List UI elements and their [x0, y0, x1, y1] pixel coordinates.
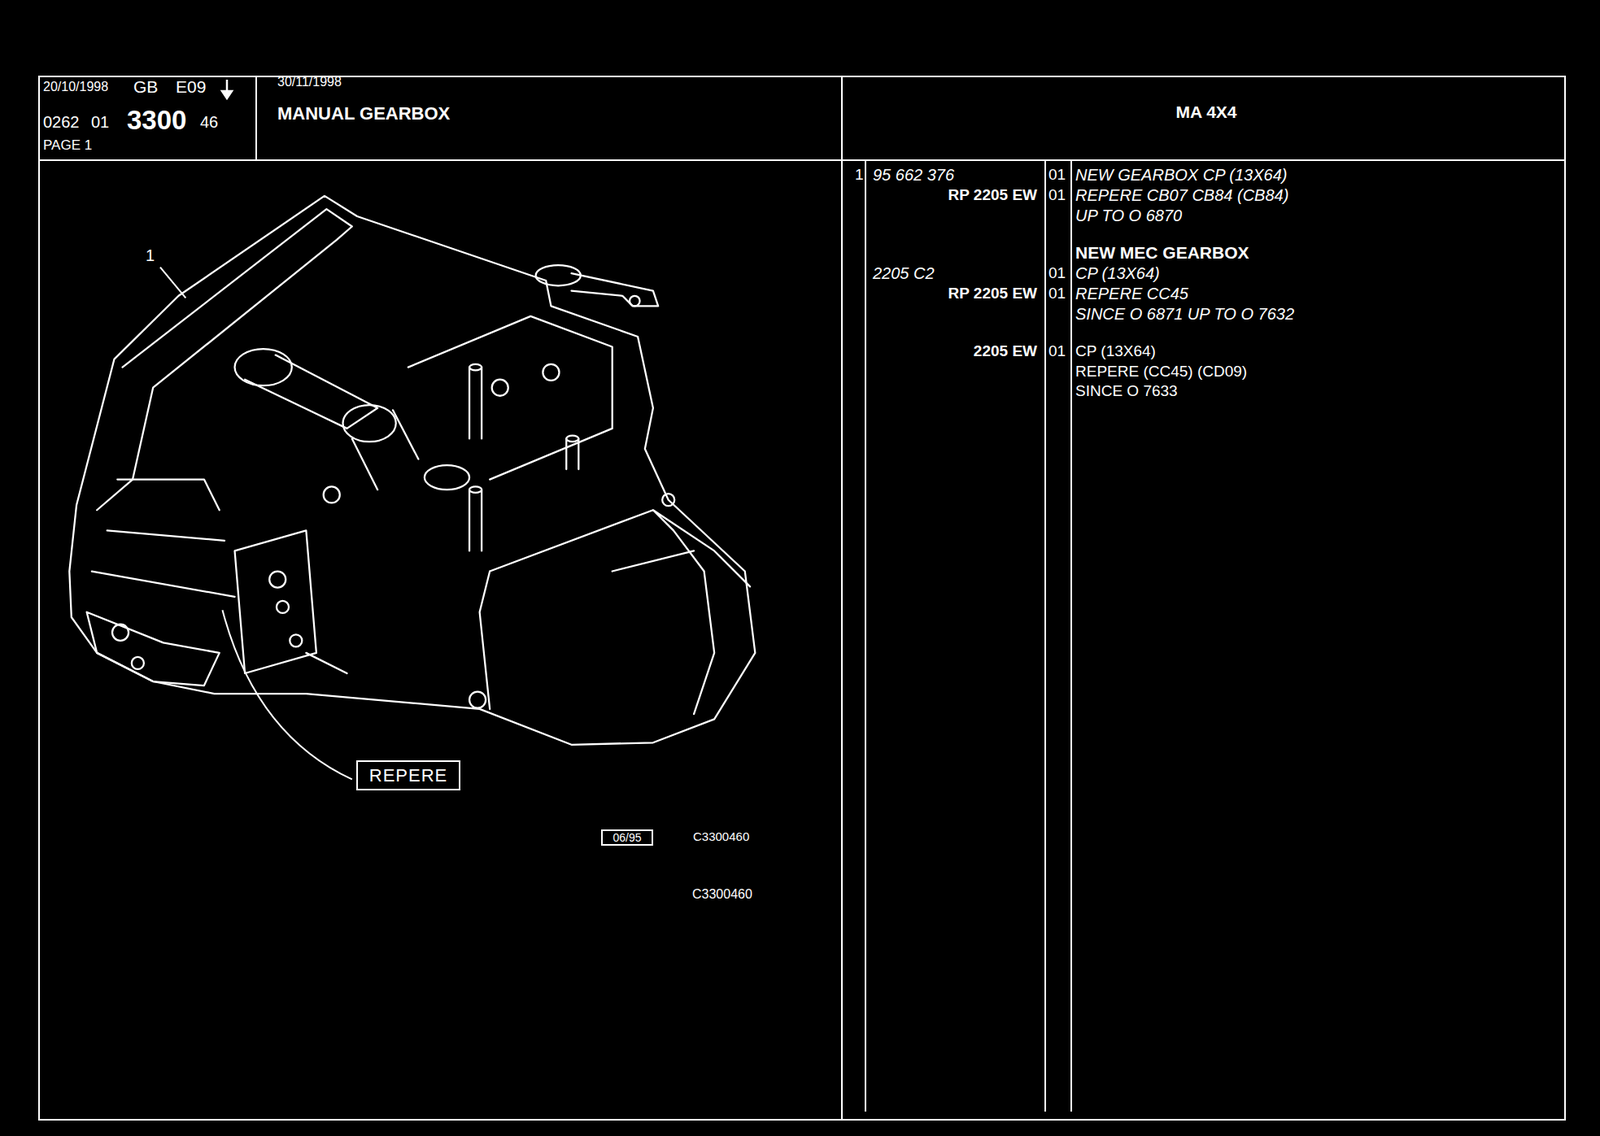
part-description-label: CP (13X64): [1075, 342, 1156, 361]
part-number: 95 662 376: [872, 165, 955, 184]
quantity: 01: [1048, 284, 1066, 302]
part-description: CP (13X64): [1075, 264, 1160, 283]
date: 20/10/1998: [43, 79, 109, 94]
part-description-label: REPERE CC45: [1075, 284, 1189, 304]
part-description: REPERE CC45: [1075, 284, 1189, 303]
quantity-label: 01: [1048, 264, 1066, 283]
figure-code-label: C3300460: [692, 887, 753, 903]
quantity: 01: [1048, 165, 1066, 184]
quantity-label: 01: [1048, 165, 1066, 184]
replacement-ref-label: RP 2205 EW: [948, 186, 1038, 205]
quantity-label: 01: [1048, 342, 1066, 361]
group-number: 3300: [126, 104, 187, 136]
quantity-label: 01: [1048, 284, 1066, 303]
catalog-number: 0262: [43, 113, 80, 131]
callout-number-label: 1: [145, 246, 155, 266]
part-description-label: UP TO O 6870: [1075, 206, 1182, 226]
leader-line: [160, 267, 353, 781]
date-box: 06/95: [601, 829, 654, 846]
replacement-ref-label: RP 2205 EW: [948, 284, 1038, 303]
part-number-label: 2205 C2: [872, 264, 935, 284]
quantity-label: 01: [1048, 186, 1066, 205]
date-label: 30/11/1998: [277, 74, 342, 90]
language-code-label: GB: [133, 77, 158, 97]
part-description-label: CP (13X64): [1075, 264, 1160, 284]
down-arrow: [222, 79, 232, 99]
part-heading-label: NEW MEC GEARBOX: [1075, 243, 1250, 263]
language-code: GB: [133, 77, 158, 96]
edition-code-label: E09: [175, 77, 206, 97]
catalog-number: 01: [91, 113, 109, 131]
model-name-label: MA 4X4: [1175, 102, 1237, 123]
box-text: REPERE: [369, 767, 448, 785]
replacement-ref: RP 2205 EW: [948, 186, 1038, 204]
part-description: NEW GEARBOX CP (13X64): [1075, 165, 1287, 184]
part-description-label: REPERE (CC45) (CD09): [1075, 362, 1247, 381]
part-description: REPERE (CC45) (CD09): [1075, 362, 1247, 380]
part-number-label: 2205 EW: [973, 342, 1038, 361]
box-text: 06/95: [612, 832, 641, 844]
part-heading: NEW MEC GEARBOX: [1075, 243, 1250, 262]
part-number: 2205 EW: [973, 342, 1038, 360]
callout-number: 1: [145, 246, 155, 265]
edition-code: E09: [175, 77, 206, 96]
figure-code: C3300460: [693, 829, 750, 844]
part-description: UP TO O 6870: [1075, 206, 1182, 225]
catalog-number-label: 01: [91, 113, 109, 132]
part-description: REPERE CB07 CB84 (CB84): [1075, 186, 1289, 205]
model-name: MA 4X4: [1175, 102, 1237, 122]
catalog-number: 46: [200, 113, 218, 131]
part-number-label: 95 662 376: [872, 165, 955, 185]
part-description-label: SINCE O 7633: [1075, 382, 1178, 401]
part-description-label: REPERE CB07 CB84 (CB84): [1075, 186, 1289, 205]
part-number: 2205 C2: [872, 264, 935, 283]
quantity: 01: [1048, 342, 1066, 360]
catalog-number-label: 46: [200, 113, 218, 132]
reference-box: REPERE: [356, 760, 461, 791]
page-frame: [39, 76, 1566, 1121]
figure-code-label: C3300460: [693, 829, 750, 844]
catalog-number-label: 0262: [43, 113, 80, 132]
date: 30/11/1998: [277, 74, 342, 89]
page-number-label: PAGE 1: [43, 137, 92, 154]
item-number-label: 1: [854, 165, 864, 184]
quantity: 01: [1048, 264, 1066, 282]
replacement-ref: RP 2205 EW: [948, 284, 1038, 302]
date-label: 20/10/1998: [43, 79, 109, 95]
page-title-label: MANUAL GEARBOX: [277, 103, 450, 124]
page-title: MANUAL GEARBOX: [277, 103, 450, 124]
page-number: PAGE 1: [43, 137, 92, 153]
part-description: SINCE O 7633: [1075, 382, 1178, 400]
group-number-label: 3300: [126, 104, 187, 136]
figure-code: C3300460: [692, 887, 753, 902]
part-description-label: SINCE O 6871 UP TO O 7632: [1075, 305, 1295, 324]
part-description: CP (13X64): [1075, 342, 1156, 360]
quantity: 01: [1048, 186, 1066, 204]
item-number: 1: [854, 165, 864, 184]
part-description: SINCE O 6871 UP TO O 7632: [1075, 305, 1295, 323]
gearbox-illustration: [69, 196, 755, 746]
part-description-label: NEW GEARBOX CP (13X64): [1075, 165, 1287, 185]
